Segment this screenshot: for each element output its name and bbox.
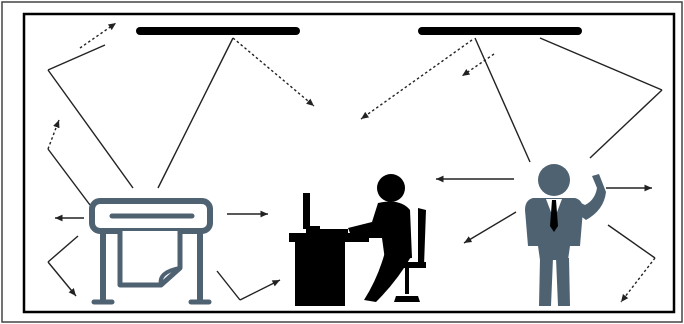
ray-right-light-to-wall [539, 37, 663, 91]
arrow-person-down-left [463, 211, 517, 244]
desk-top [289, 233, 369, 242]
head [377, 174, 405, 202]
ray-person-bottom-right-a [607, 224, 656, 259]
ray-printer-to-left-light-b [157, 37, 234, 189]
presenter-head [538, 164, 570, 196]
chair-back [418, 208, 426, 268]
direct-sound-arrows [47, 175, 652, 301]
desk-pedestal [295, 242, 345, 306]
arrow-printer-bottom-right [239, 279, 281, 301]
monitor-stand [306, 226, 320, 234]
ray-person-to-right-light-a [474, 37, 531, 163]
chair-seat [384, 262, 426, 268]
ray-printer-down-left-a [47, 148, 91, 206]
torso-and-arm [348, 201, 412, 260]
large-format-printer-icon [89, 198, 213, 305]
printer-paper-sheet [117, 228, 183, 288]
chair-post [405, 268, 409, 294]
keyboard [318, 229, 348, 233]
ray-wall-to-person [589, 89, 663, 159]
presenter-leg-left [539, 258, 553, 306]
printer-paper-curl [158, 266, 182, 287]
ray-printer-to-left-light-a [47, 69, 134, 189]
ray-printer-bottom-left-a [47, 235, 79, 263]
dotted-arrow-bottom-right [620, 257, 656, 303]
presenter-raised-arm [575, 174, 606, 220]
presenter-leg-right [556, 258, 570, 306]
direct-sound-lines [47, 37, 663, 301]
ray-printer-bottom-right-a [216, 270, 241, 301]
dotted-arrow-left-light-down [232, 37, 315, 107]
ray-reflect-left-wall [47, 44, 106, 71]
arrow-printer-bottom-left [47, 261, 77, 297]
dotted-arrow-left-wall-up [47, 119, 60, 150]
monitor [303, 193, 310, 229]
inner-frame [22, 12, 676, 314]
dotted-arrow-right-light-down-left [360, 39, 473, 120]
presenter-tie [550, 200, 558, 232]
chair-base [394, 296, 420, 302]
leg [364, 252, 412, 302]
reflected-sound-arrows [47, 22, 656, 303]
standing-presenter-icon [525, 164, 606, 306]
dotted-arrow-right-light-short [461, 53, 495, 77]
person-at-computer-desk-icon [289, 174, 426, 306]
dotted-arrow-top-left [79, 22, 117, 49]
